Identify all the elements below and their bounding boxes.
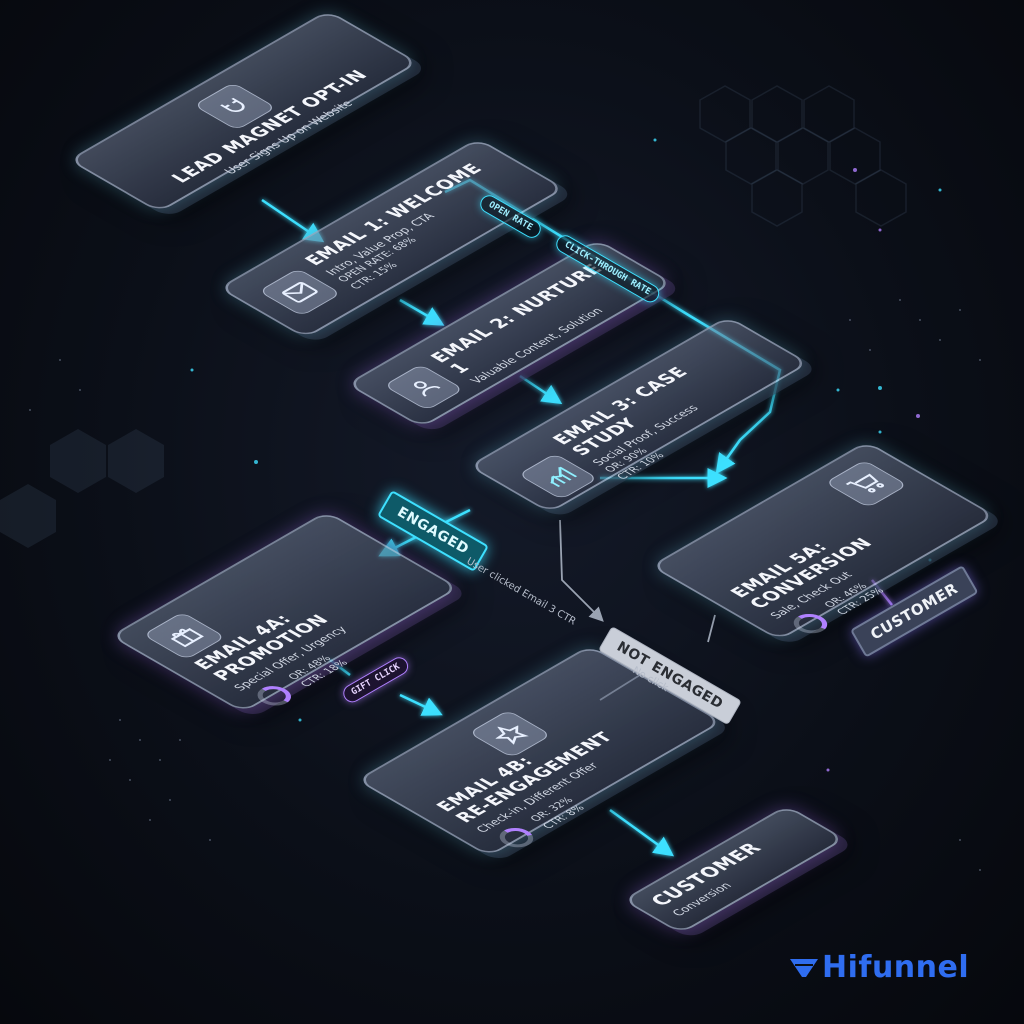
- email4a-donut-chart: [257, 686, 291, 706]
- email4a-card[interactable]: EMAIL 4A: PROMOTION Special Offer, Urgen…: [110, 511, 460, 713]
- lead-magnet-card[interactable]: LEAD MAGNET OPT-IN User Signs Up on Webs…: [68, 10, 420, 213]
- connector-email3-to-not-engaged: [559, 519, 604, 622]
- email5a-card[interactable]: EMAIL 5A: CONVERSION Sale, Check Out OR:…: [650, 441, 996, 641]
- gift-icon: [142, 611, 227, 661]
- donut-fill: [499, 827, 534, 848]
- magnet-icon: [193, 82, 277, 131]
- funnel-logo-icon: [790, 958, 818, 977]
- donut-fill: [257, 686, 291, 706]
- email3-card[interactable]: EMAIL 3: CASE STUDY Social Proof, Succes…: [468, 316, 810, 514]
- connector-email4a-to-gift: [329, 659, 351, 676]
- connector-email1-to-email2: [399, 298, 445, 326]
- email1-card[interactable]: EMAIL 1: WELCOME Intro, Value Prop, CTA …: [218, 138, 566, 339]
- hifunnel-logo: Hifunnel: [790, 950, 969, 985]
- bar-chart-icon: [517, 452, 599, 500]
- star-icon: [468, 709, 552, 759]
- logo-text: Hifunnel: [822, 950, 970, 985]
- email2-card[interactable]: EMAIL 2: NURTURE 1 Valuable Content, Sol…: [346, 239, 674, 428]
- cart-icon: [824, 459, 909, 509]
- connector-email5a-to-not-engaged: [707, 614, 716, 643]
- connector-email4b-to-customer: [609, 808, 675, 857]
- user-icon: [383, 363, 465, 411]
- email4b-donut-chart: [499, 827, 534, 848]
- email5a-donut-chart: [793, 613, 828, 634]
- connector-email2-to-email3: [519, 374, 563, 405]
- email4b-card[interactable]: EMAIL 4B: RE-ENGAGEMENT Check-in, Differ…: [356, 645, 723, 857]
- connector-lead-to-email1: [261, 198, 325, 243]
- envelope-icon: [258, 268, 342, 317]
- connector-gift-to-email4b: [399, 693, 443, 716]
